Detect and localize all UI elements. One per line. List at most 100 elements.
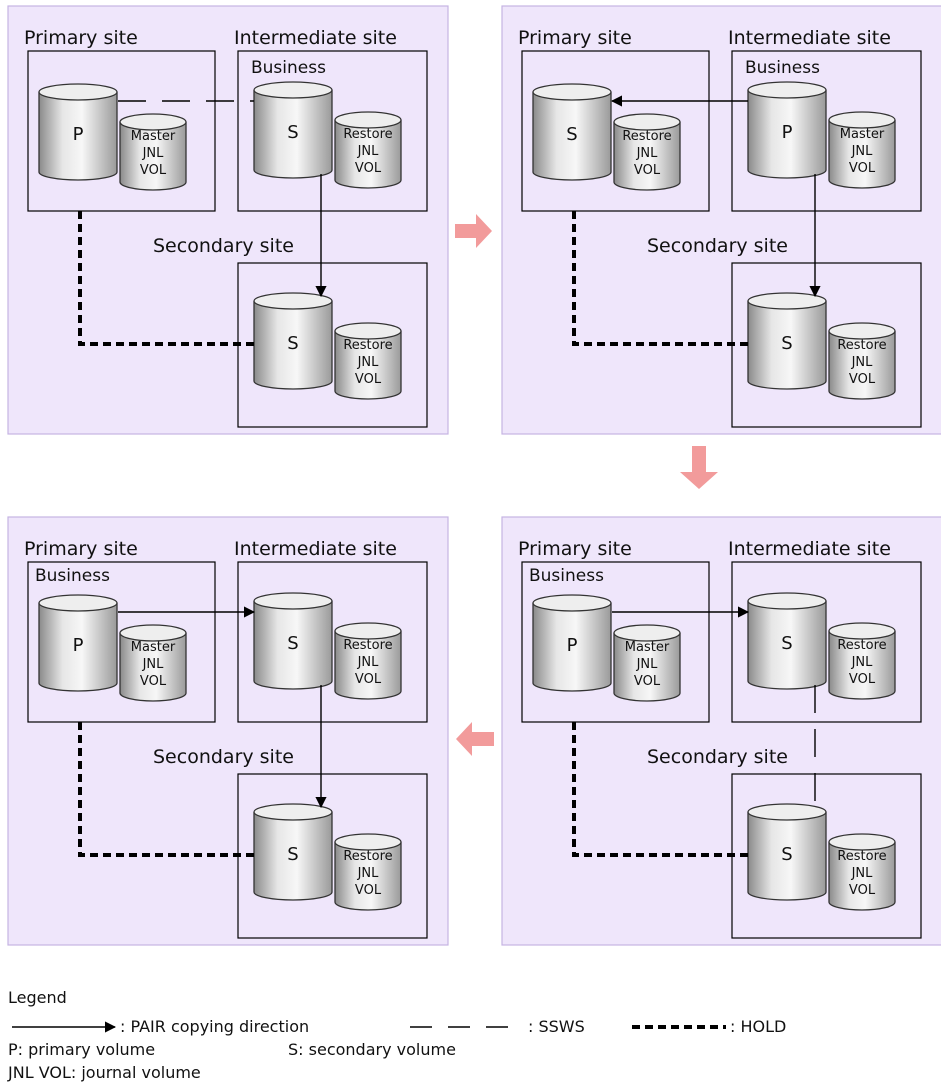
secondary-journal-label: Restore: [343, 338, 392, 353]
primary-site-title: Primary site: [24, 538, 138, 560]
intermediate-volume-label: S: [287, 122, 298, 143]
intermediate-journal-label: JNL: [357, 144, 380, 159]
intermediate-volume: [747, 81, 827, 179]
secondary-journal-label: VOL: [849, 372, 876, 387]
intermediate-journal-label: JNL: [851, 655, 874, 670]
primary-volume: [532, 594, 612, 692]
primary-journal-label: JNL: [142, 146, 165, 161]
secondary-site-title: Secondary site: [647, 746, 788, 768]
primary-site-box: [27, 50, 216, 212]
secondary-volume-label: S: [781, 333, 792, 354]
primary-journal-label: VOL: [140, 163, 167, 178]
intermediate-journal-label: Restore: [343, 638, 392, 653]
primary-site-title: Primary site: [24, 27, 138, 49]
secondary-journal-label: Restore: [343, 849, 392, 864]
primary-site-box: [521, 50, 710, 212]
primary-journal-label: VOL: [634, 674, 661, 689]
intermediate-site-box: [237, 50, 428, 212]
secondary-journal-volume: [828, 322, 896, 400]
secondary-journal-label: Restore: [837, 849, 886, 864]
intermediate-volume-label: S: [287, 633, 298, 654]
primary-site-box: [521, 561, 710, 723]
secondary-volume-label: S: [781, 844, 792, 865]
secondary-site-title: Secondary site: [647, 235, 788, 257]
hold-connection: [78, 722, 254, 857]
secondary-journal-label: VOL: [355, 372, 382, 387]
secondary-journal-volume: [828, 833, 896, 911]
primary-volume: [532, 83, 612, 181]
secondary-volume: [253, 803, 333, 901]
secondary-journal-label: JNL: [851, 355, 874, 370]
secondary-journal-label: Restore: [837, 338, 886, 353]
primary-journal-label: Master: [131, 640, 176, 655]
secondary-journal-label: VOL: [355, 883, 382, 898]
primary-business-label: Business: [529, 566, 604, 586]
intermediate-journal-volume: [334, 111, 402, 189]
secondary-site-title: Secondary site: [153, 746, 294, 768]
intermediate-journal-volume: [828, 622, 896, 700]
intermediate-volume: [747, 592, 827, 690]
legend-pair-text: : PAIR copying direction: [120, 1017, 310, 1036]
intermediate-journal-label: VOL: [849, 672, 876, 687]
primary-journal-label: Master: [625, 640, 670, 655]
secondary-volume: [747, 292, 827, 390]
intermediate-volume: [253, 81, 333, 179]
legend-ssws-text: : SSWS: [528, 1017, 585, 1036]
intermediate-site-title: Intermediate site: [234, 538, 397, 560]
secondary-journal-label: JNL: [357, 355, 380, 370]
hold-connection: [572, 722, 748, 857]
primary-volume-label: S: [566, 124, 577, 145]
transition-arrow-right: [455, 214, 492, 248]
primary-volume-label: P: [73, 124, 84, 145]
primary-journal-volume: [613, 113, 681, 191]
primary-journal-volume: [613, 624, 681, 702]
primary-journal-label: VOL: [634, 163, 661, 178]
primary-journal-volume: [119, 624, 187, 702]
primary-journal-label: Master: [131, 129, 176, 144]
intermediate-volume-label: P: [782, 122, 793, 143]
intermediate-journal-volume: [828, 111, 896, 189]
primary-volume: [38, 594, 118, 692]
legend-hold-text: : HOLD: [730, 1017, 787, 1036]
primary-journal-label: JNL: [636, 657, 659, 672]
secondary-journal-label: VOL: [849, 883, 876, 898]
hold-connection: [572, 211, 748, 346]
intermediate-site-box: [731, 561, 922, 723]
intermediate-journal-label: JNL: [357, 655, 380, 670]
primary-journal-label: Restore: [622, 129, 671, 144]
secondary-volume-label: S: [287, 844, 298, 865]
primary-site-title: Primary site: [518, 27, 632, 49]
primary-volume: [38, 83, 118, 181]
legend-p-definition: P: primary volume: [8, 1040, 156, 1059]
intermediate-journal-label: VOL: [849, 161, 876, 176]
legend-jnl-definition: JNL VOL: journal volume: [8, 1063, 201, 1082]
secondary-volume-label: S: [287, 333, 298, 354]
intermediate-journal-label: Master: [840, 127, 885, 142]
primary-business-label: Business: [35, 566, 110, 586]
primary-volume-label: P: [73, 635, 84, 656]
intermediate-journal-label: Restore: [343, 127, 392, 142]
primary-volume-label: P: [567, 635, 578, 656]
primary-journal-label: JNL: [636, 146, 659, 161]
intermediate-site-title: Intermediate site: [728, 27, 891, 49]
intermediate-site-box: [237, 561, 428, 723]
transition-arrow-down: [680, 446, 718, 489]
secondary-journal-volume: [334, 833, 402, 911]
secondary-journal-label: JNL: [357, 866, 380, 881]
transition-arrow-left: [456, 722, 494, 756]
secondary-site-title: Secondary site: [153, 235, 294, 257]
secondary-volume: [253, 292, 333, 390]
intermediate-journal-label: VOL: [355, 161, 382, 176]
intermediate-journal-volume: [334, 622, 402, 700]
intermediate-journal-label: VOL: [355, 672, 382, 687]
primary-journal-volume: [119, 113, 187, 191]
intermediate-business-label: Business: [745, 58, 820, 78]
intermediate-site-title: Intermediate site: [728, 538, 891, 560]
intermediate-volume-label: S: [781, 633, 792, 654]
primary-journal-label: JNL: [142, 657, 165, 672]
